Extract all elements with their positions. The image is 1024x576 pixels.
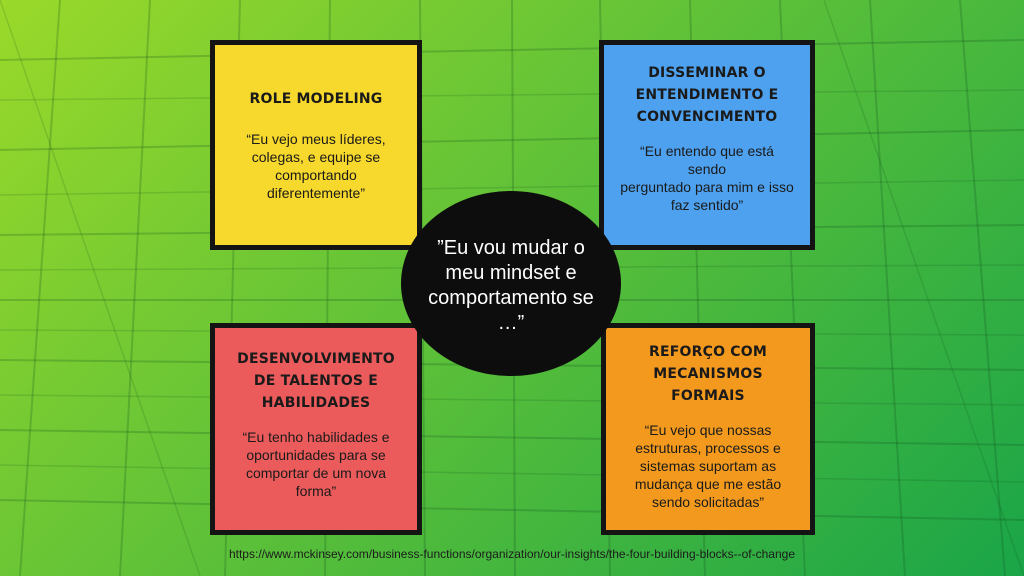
source-link[interactable]: https://www.mckinsey.com/business-functi… [228, 547, 796, 561]
box-quote: “Eu vejo que nossas estruturas, processo… [634, 422, 782, 510]
box-quote: “Eu tenho habilidades e oportunidades pa… [242, 429, 390, 499]
box-quote: “Eu entendo que está sendo perguntado pa… [620, 143, 794, 213]
center-statement: ”Eu vou mudar o meu mindset e comportame… [428, 236, 594, 334]
role-modeling-box: ROLE MODELING “Eu vejo meus líderes, col… [210, 40, 422, 250]
center-circle: ”Eu vou mudar o meu mindset e comportame… [401, 191, 621, 376]
box-title: DISSEMINAR O ENTENDIMENTO E CONVENCIMENT… [635, 65, 779, 125]
box-title: REFORÇO COM MECANISMOS FORMAIS [649, 344, 767, 404]
desenvolvimento-talentos-box: DESENVOLVIMENTO DE TALENTOS E HABILIDADE… [210, 323, 422, 535]
box-quote: “Eu vejo meus líderes, colegas, e equipe… [246, 131, 386, 201]
disseminar-entendimento-box: DISSEMINAR O ENTENDIMENTO E CONVENCIMENT… [599, 40, 815, 250]
reforco-mecanismos-box: REFORÇO COM MECANISMOS FORMAIS “Eu vejo … [601, 323, 815, 535]
box-title: DESENVOLVIMENTO DE TALENTOS E HABILIDADE… [237, 351, 395, 411]
box-title: ROLE MODELING [249, 91, 383, 107]
